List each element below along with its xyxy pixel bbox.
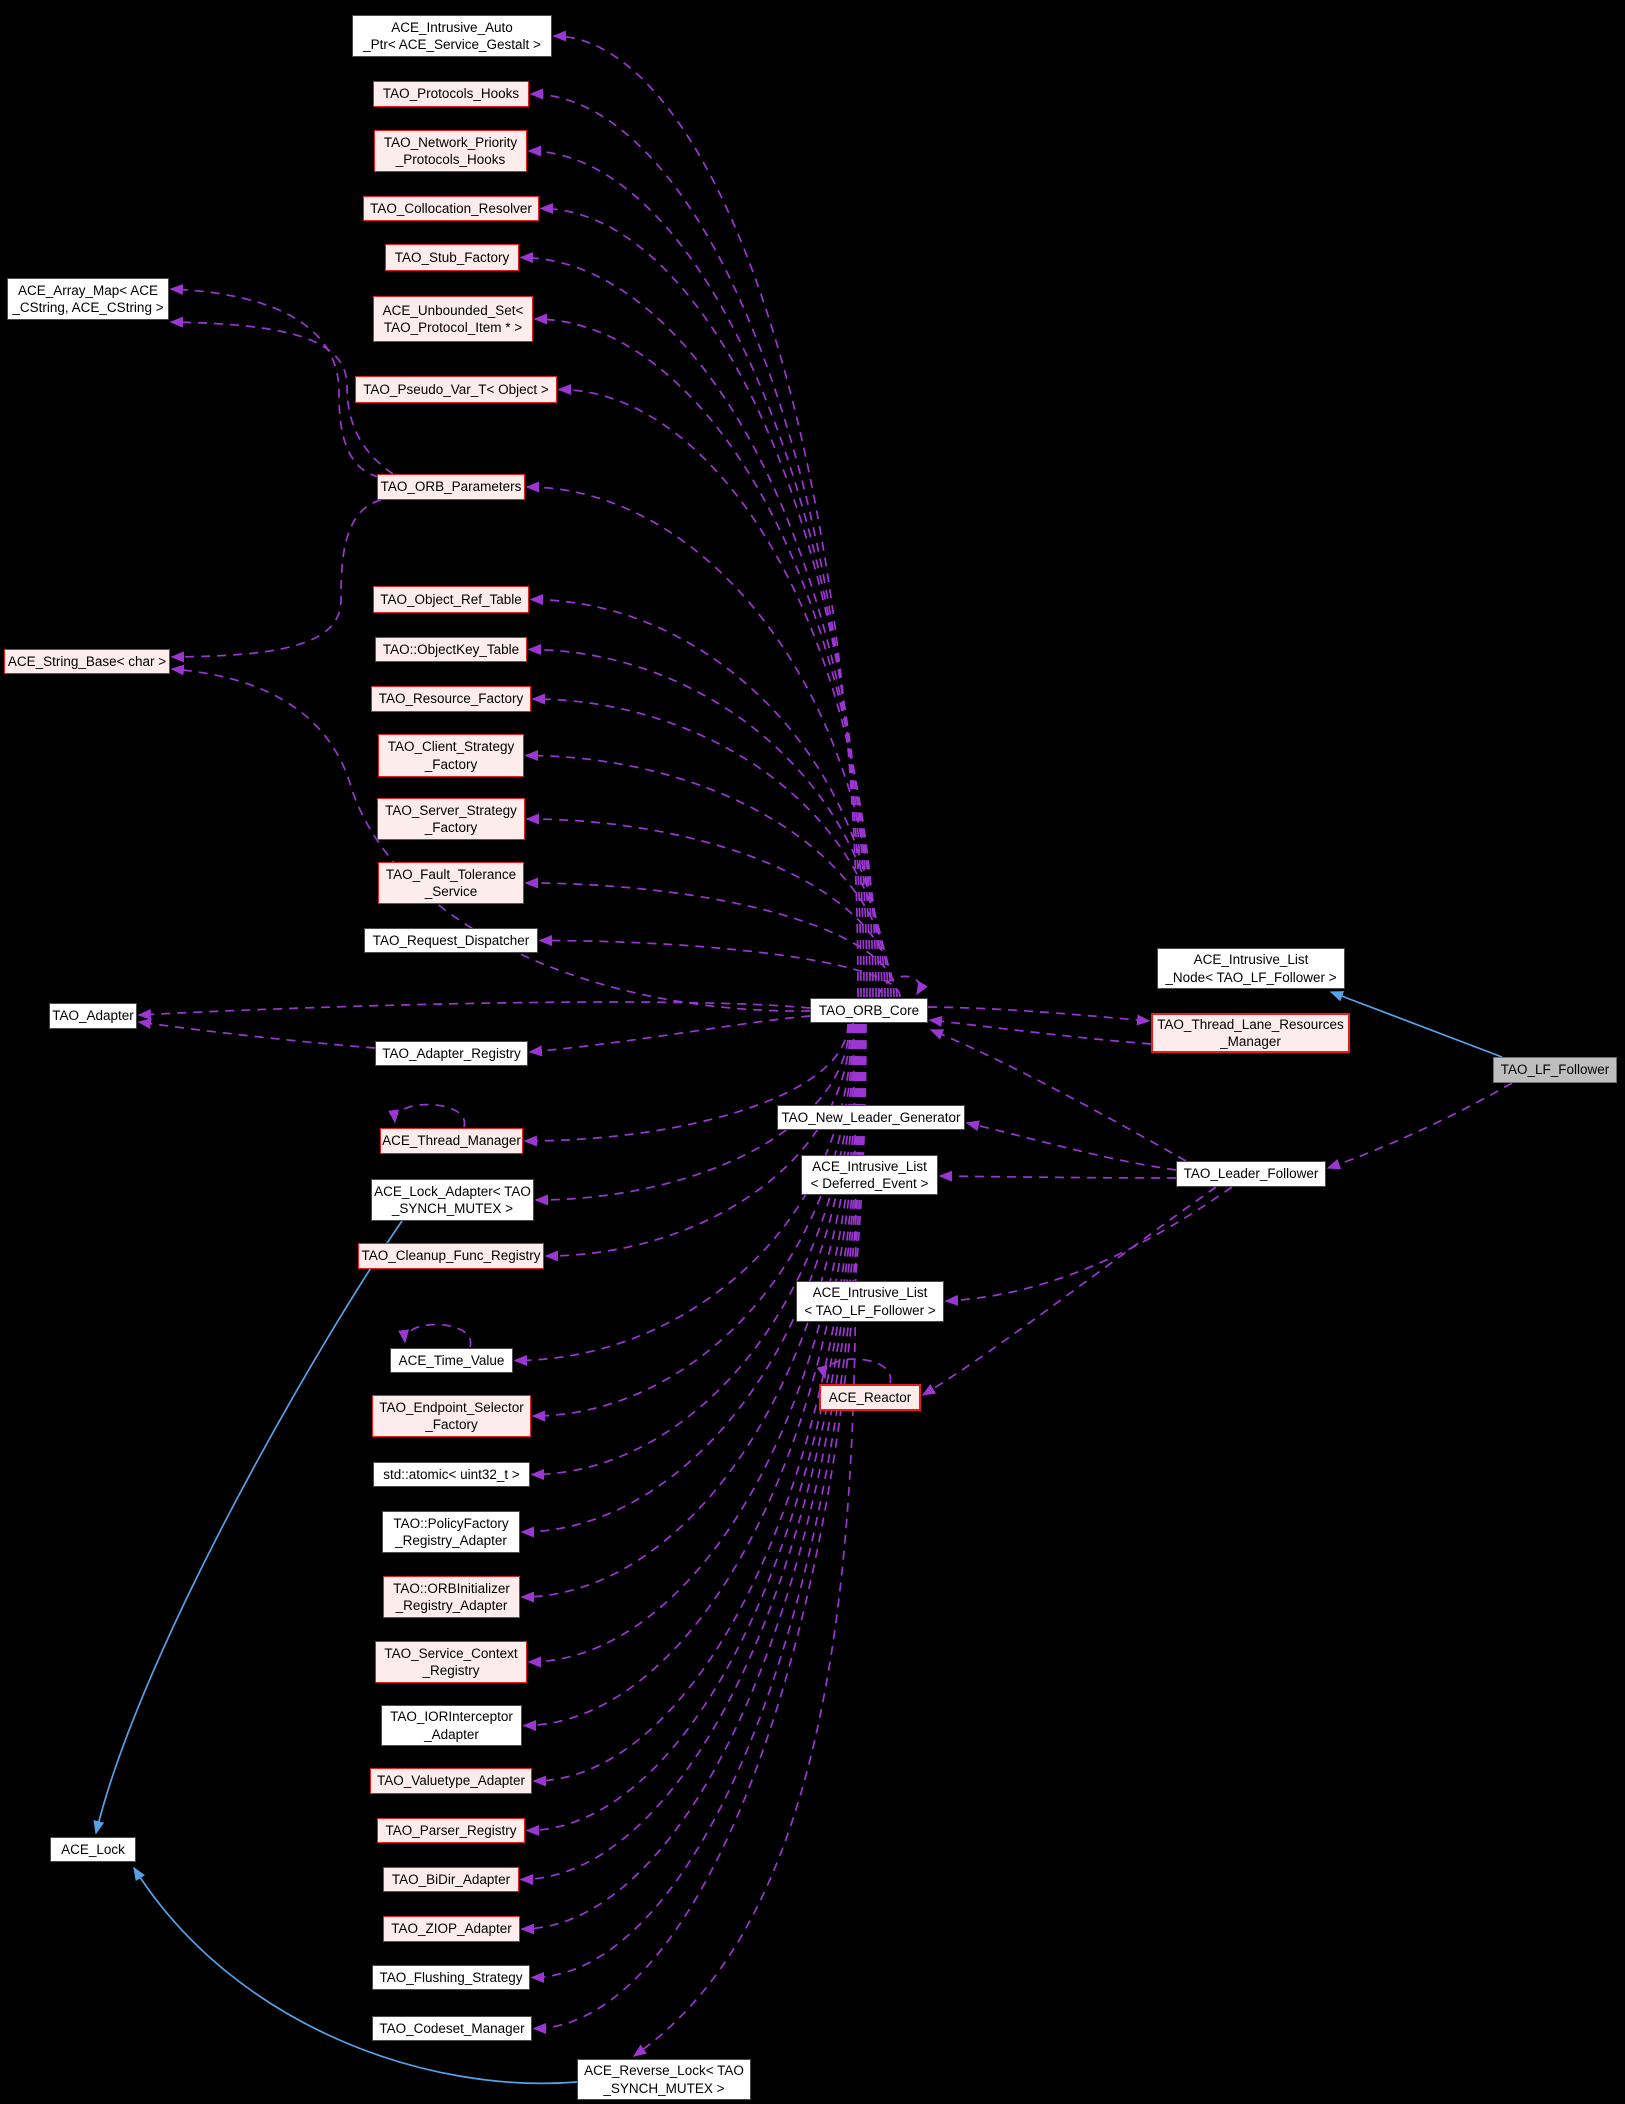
node-cm[interactable]: TAO_Codeset_Manager (372, 2016, 532, 2041)
node-pfra[interactable]: TAO::PolicyFactory _Registry_Adapter (382, 1511, 520, 1553)
edge-orb-pfra (520, 1023, 857, 1538)
edge-orb-pr (525, 1023, 863, 1836)
node-bda[interactable]: TAO_BiDir_Adapter (383, 1867, 519, 1892)
edge-orb-va (532, 1023, 861, 1787)
edge-orb-pvt (557, 384, 877, 998)
node-rd[interactable]: TAO_Request_Dispatcher (364, 928, 538, 953)
node-cr[interactable]: TAO_Collocation_Resolver (363, 196, 539, 221)
edge-atv-atv-selfloop (398, 1323, 472, 1348)
node-lff: TAO_LF_Follower (1493, 1057, 1617, 1083)
node-va[interactable]: TAO_Valuetype_Adapter (370, 1768, 532, 1794)
node-scr[interactable]: TAO_Service_Context _Registry (375, 1641, 527, 1683)
node-csf[interactable]: TAO_Client_Strategy _Factory (378, 734, 524, 777)
edge-orb-scr (527, 1023, 859, 1668)
node-lock[interactable]: ACE_Lock (50, 1837, 136, 1862)
edge-lf-orb (929, 1029, 1187, 1162)
node-lf[interactable]: TAO_Leader_Follower (1176, 1161, 1326, 1187)
edge-orb-rf (531, 693, 889, 998)
edge-lf-reactor (921, 1186, 1217, 1396)
edge-tar-ta (137, 1018, 376, 1049)
edge-orb-rd (538, 935, 901, 998)
node-iap[interactable]: ACE_Intrusive_Auto _Ptr< ACE_Service_Ges… (352, 15, 552, 57)
node-iora[interactable]: TAO_IORInterceptor _Adapter (381, 1705, 522, 1746)
edge-op-am (169, 284, 380, 478)
edge-orb-us (533, 313, 874, 998)
edge-orb-bda (519, 1023, 864, 1885)
node-arl[interactable]: ACE_Reverse_Lock< TAO _SYNCH_MUTEX > (577, 2059, 751, 2100)
node-orb[interactable]: TAO_ORB_Core (810, 998, 928, 1023)
edge-tlrm-orb (928, 1015, 1152, 1045)
edge-orb-iap (552, 30, 859, 998)
node-asb[interactable]: ACE_String_Base< char > (4, 649, 170, 674)
edge-orb-cm (532, 1023, 867, 2034)
edge-orb-arl (632, 1022, 857, 2057)
edge-orb-csf (524, 750, 892, 998)
edge-orb-sf (519, 252, 871, 998)
edge-orb-za (520, 1023, 865, 1935)
node-tar[interactable]: TAO_Adapter_Registry (375, 1041, 528, 1066)
edge-orb-asb (170, 664, 811, 1012)
node-nlg[interactable]: TAO_New_Leader_Generator (777, 1105, 965, 1130)
node-tcf[interactable]: TAO_Cleanup_Func_Registry (358, 1243, 544, 1269)
node-ssf[interactable]: TAO_Server_Strategy _Factory (377, 798, 525, 840)
node-am[interactable]: ACE_Array_Map< ACE _CString, ACE_CString… (7, 278, 169, 320)
edge-orb-fts (524, 877, 898, 998)
node-pr[interactable]: TAO_Parser_Registry (377, 1818, 525, 1843)
edge-lf-ile (938, 1170, 1177, 1182)
node-rf[interactable]: TAO_Resource_Factory (371, 686, 531, 712)
edge-op-am (169, 316, 394, 475)
node-ile[interactable]: ACE_Intrusive_List < Deferred_Event > (801, 1155, 938, 1195)
node-fs[interactable]: TAO_Flushing_Strategy (372, 1965, 530, 1990)
edge-orb-cr (539, 203, 868, 998)
edge-lff-iln (1329, 991, 1503, 1058)
edge-op-asb (170, 499, 382, 663)
node-sf[interactable]: TAO_Stub_Factory (385, 244, 519, 271)
edge-reactor-reactor-selfloop (816, 1358, 892, 1384)
edge-orb-op (525, 481, 880, 998)
node-us[interactable]: ACE_Unbounded_Set< TAO_Protocol_Item * > (373, 296, 533, 342)
node-za[interactable]: TAO_ZIOP_Adapter (383, 1916, 520, 1942)
edge-orb-ph (529, 88, 862, 998)
edge-orb-tcf (544, 1023, 852, 1262)
edge-orb-ta (137, 1001, 811, 1020)
edge-orb-tlrm (927, 1006, 1151, 1026)
node-esf[interactable]: TAO_Endpoint_Selector _Factory (372, 1395, 531, 1437)
edge-lff-lf (1326, 1082, 1513, 1170)
node-ilf[interactable]: ACE_Intrusive_List < TAO_LF_Follower > (796, 1281, 944, 1322)
node-atm[interactable]: ACE_Thread_Manager (380, 1128, 523, 1154)
node-ta[interactable]: TAO_Adapter (49, 1003, 137, 1029)
edge-lf-ilf (944, 1186, 1233, 1306)
edge-orb-ala (534, 1023, 851, 1206)
node-atv[interactable]: ACE_Time_Value (390, 1348, 513, 1373)
node-reactor[interactable]: ACE_Reactor (819, 1384, 921, 1411)
node-ort[interactable]: TAO_Object_Ref_Table (373, 586, 529, 613)
edge-arl-lock (133, 1866, 578, 2085)
node-ala[interactable]: ACE_Lock_Adapter< TAO _SYNCH_MUTEX > (371, 1179, 534, 1221)
edge-ala-lock (93, 1220, 403, 1835)
edge-orb-atv (513, 1023, 853, 1366)
edge-orb-oira (520, 1023, 858, 1603)
node-pvt[interactable]: TAO_Pseudo_Var_T< Object > (355, 376, 557, 403)
edge-orb-nph (527, 145, 865, 998)
node-iln[interactable]: ACE_Intrusive_List _Node< TAO_LF_Followe… (1157, 948, 1345, 989)
edge-atm-atm-selfloop (388, 1103, 466, 1128)
node-ph[interactable]: TAO_Protocols_Hooks (373, 81, 529, 107)
node-fts[interactable]: TAO_Fault_Tolerance _Service (378, 862, 524, 904)
node-oira[interactable]: TAO::ORBInitializer _Registry_Adapter (383, 1576, 520, 1618)
edge-lf-nlg (965, 1120, 1177, 1171)
edge-orb-orb-selfloop (877, 975, 928, 998)
node-at32[interactable]: std::atomic< uint32_t > (373, 1462, 530, 1487)
node-op[interactable]: TAO_ORB_Parameters (377, 474, 525, 500)
node-okt[interactable]: TAO::ObjectKey_Table (375, 637, 527, 662)
edge-orb-esf (531, 1023, 854, 1422)
edge-orb-tar (528, 1015, 811, 1057)
node-tlrm[interactable]: TAO_Thread_Lane_Resources _Manager (1151, 1013, 1350, 1053)
edge-orb-ssf (525, 813, 895, 998)
node-nph[interactable]: TAO_Network_Priority _Protocols_Hooks (374, 130, 527, 172)
